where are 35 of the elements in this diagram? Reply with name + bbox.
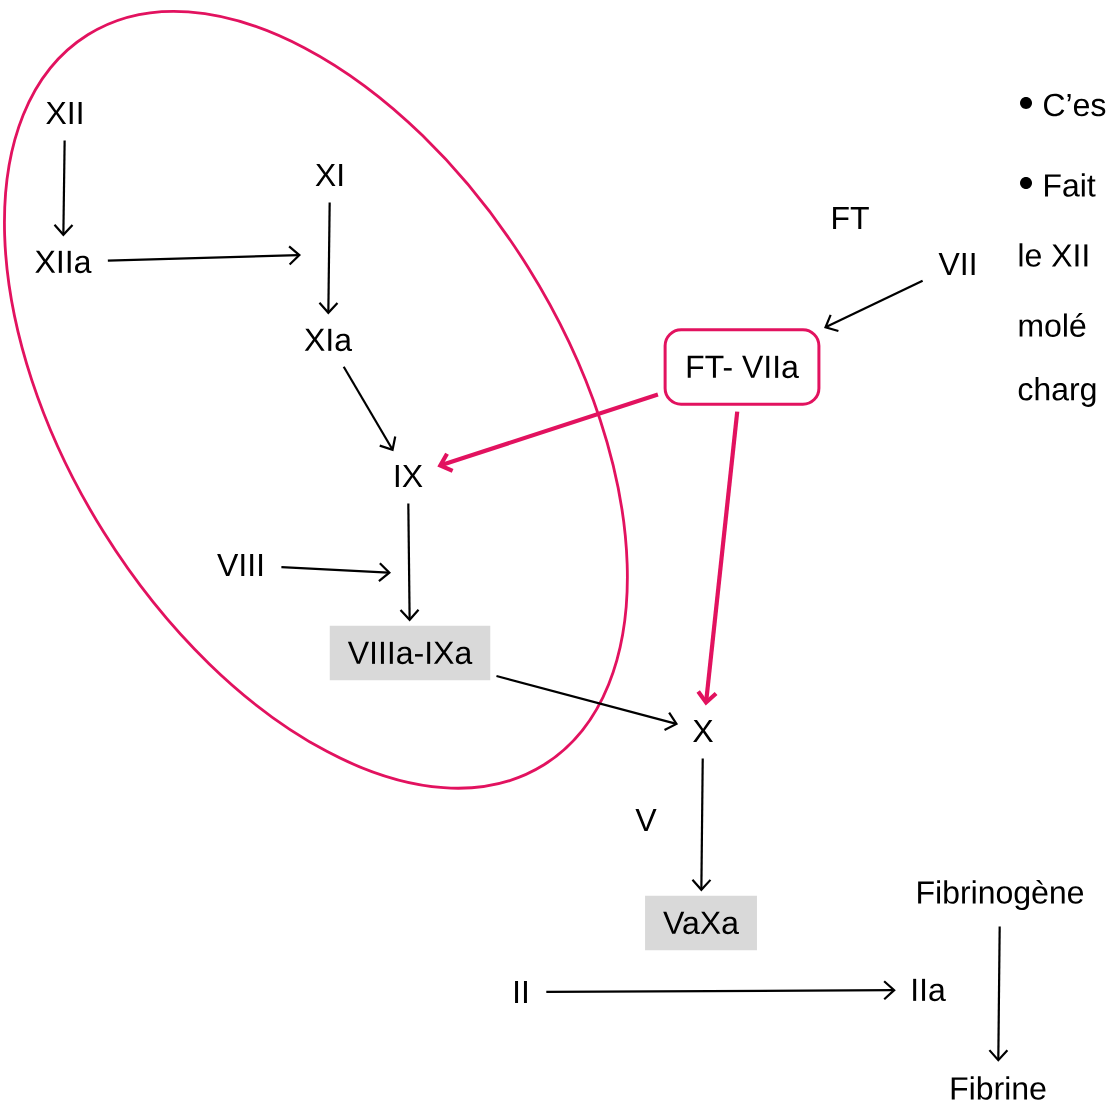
arrow: [318, 202, 339, 315]
arrow: [696, 411, 740, 706]
factor-label: Fibrinogène: [918, 879, 1084, 911]
arrow: [546, 980, 896, 1001]
note-text: Fait: [1045, 173, 1096, 197]
arrow: [342, 366, 397, 452]
factor-label: Fibrine: [951, 1076, 1046, 1100]
factor-label: XIa: [304, 328, 352, 352]
factor-label: II: [515, 981, 527, 1003]
arrow: [399, 503, 420, 622]
note-text: molé: [1019, 313, 1086, 337]
factor-label: VII: [938, 253, 975, 275]
factor-label: V: [635, 809, 657, 831]
complex-box: VaXa: [645, 895, 757, 951]
factor-label: XI: [315, 164, 343, 186]
factor-label: X: [693, 720, 713, 742]
factor-label: FT: [833, 207, 869, 229]
factor-label: IX: [395, 465, 423, 487]
factor-label: VIII: [217, 554, 263, 576]
factor-label: XII: [46, 102, 82, 124]
factor-label: XIIa: [35, 250, 92, 274]
arrow: [496, 674, 679, 732]
arrow: [691, 758, 712, 892]
arrow: [107, 245, 301, 266]
arrow: [53, 140, 74, 237]
complex-box: VIIIa-IXa: [329, 625, 491, 681]
note-text: charg: [1018, 377, 1096, 407]
arrow: [281, 562, 391, 583]
factor-label: IIa: [913, 978, 946, 1002]
complex-box: FT- VIIa: [663, 328, 821, 406]
arrow: [437, 392, 659, 473]
arrow: [988, 926, 1009, 1062]
note-text: le XII: [1019, 243, 1088, 267]
arrow: [824, 279, 924, 333]
note-text: C’es: [1044, 93, 1106, 117]
